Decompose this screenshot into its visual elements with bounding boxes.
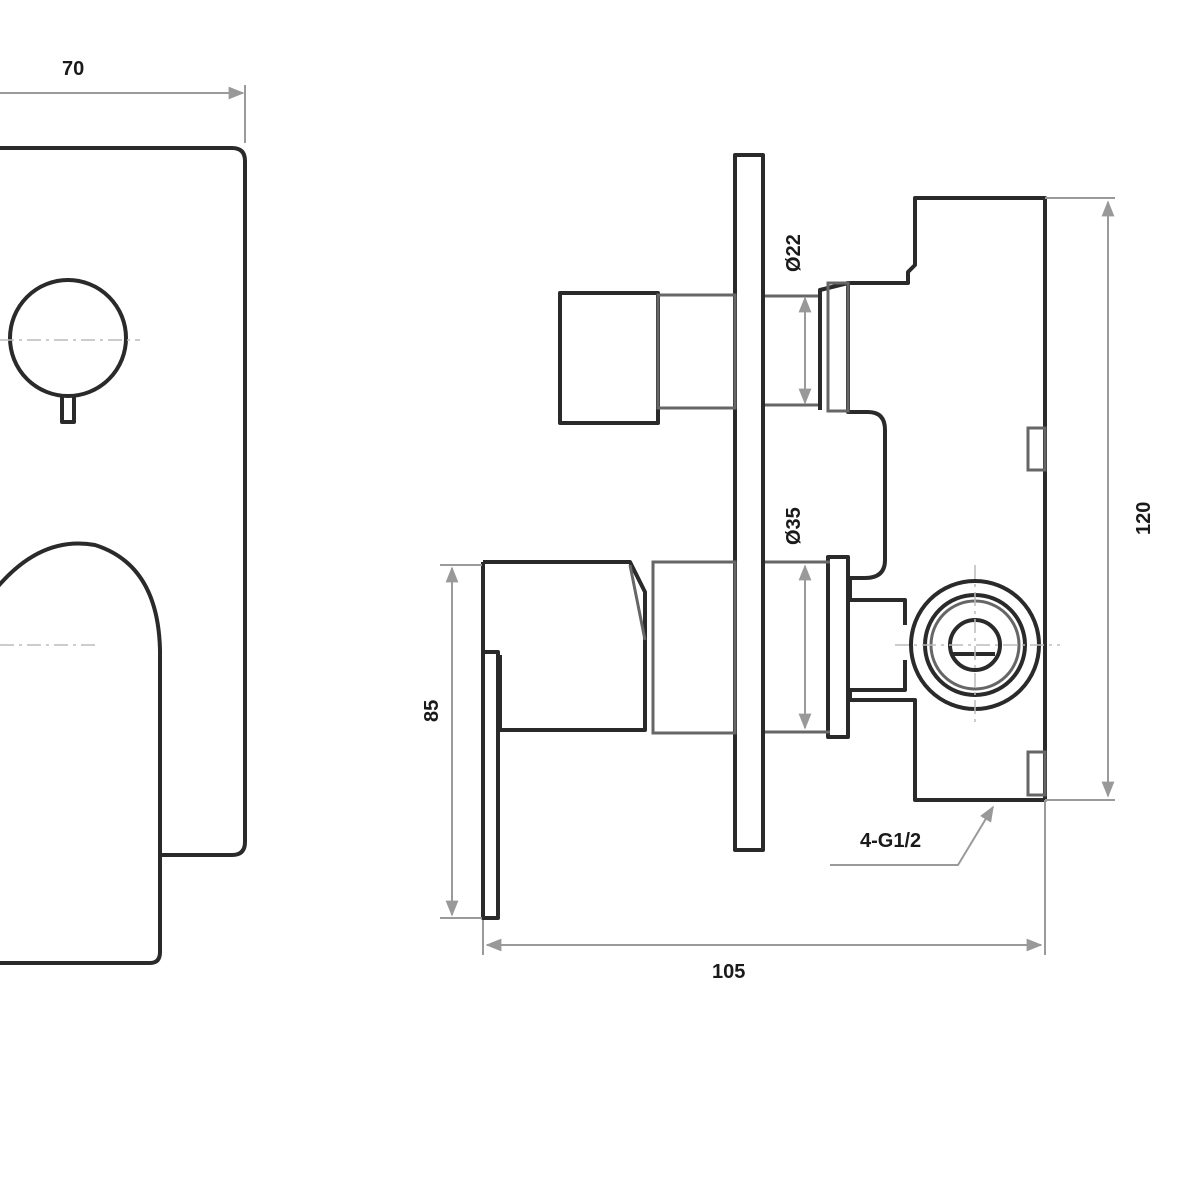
- front-view: 70: [0, 58, 247, 965]
- dim-diameter-upper: Ø22: [783, 234, 805, 272]
- dim-diameter-lower: Ø35: [783, 507, 805, 545]
- dim-depth-label: 105: [712, 961, 745, 983]
- cover-plate: [0, 146, 247, 857]
- knob-indicator: [60, 396, 76, 424]
- outlet-fitting: [895, 565, 1060, 725]
- wall-plate: [733, 153, 765, 852]
- thread-label: 4-G1/2: [860, 830, 921, 852]
- dim-width-label: 70: [62, 58, 84, 80]
- collar: [826, 555, 850, 739]
- dim-height-label: 120: [1133, 502, 1155, 535]
- dim-lever-label: 85: [421, 700, 443, 722]
- valve-body: [818, 196, 1047, 802]
- upper-knob: [558, 291, 660, 425]
- diverter-knob: [8, 278, 128, 398]
- lower-cartridge: [651, 560, 737, 735]
- lever-handle: [483, 560, 647, 732]
- mixer-lever: [0, 541, 162, 965]
- side-view: Ø22 Ø35 120 85 105 4-G1/2: [421, 153, 1155, 983]
- lever-blade: [481, 650, 500, 920]
